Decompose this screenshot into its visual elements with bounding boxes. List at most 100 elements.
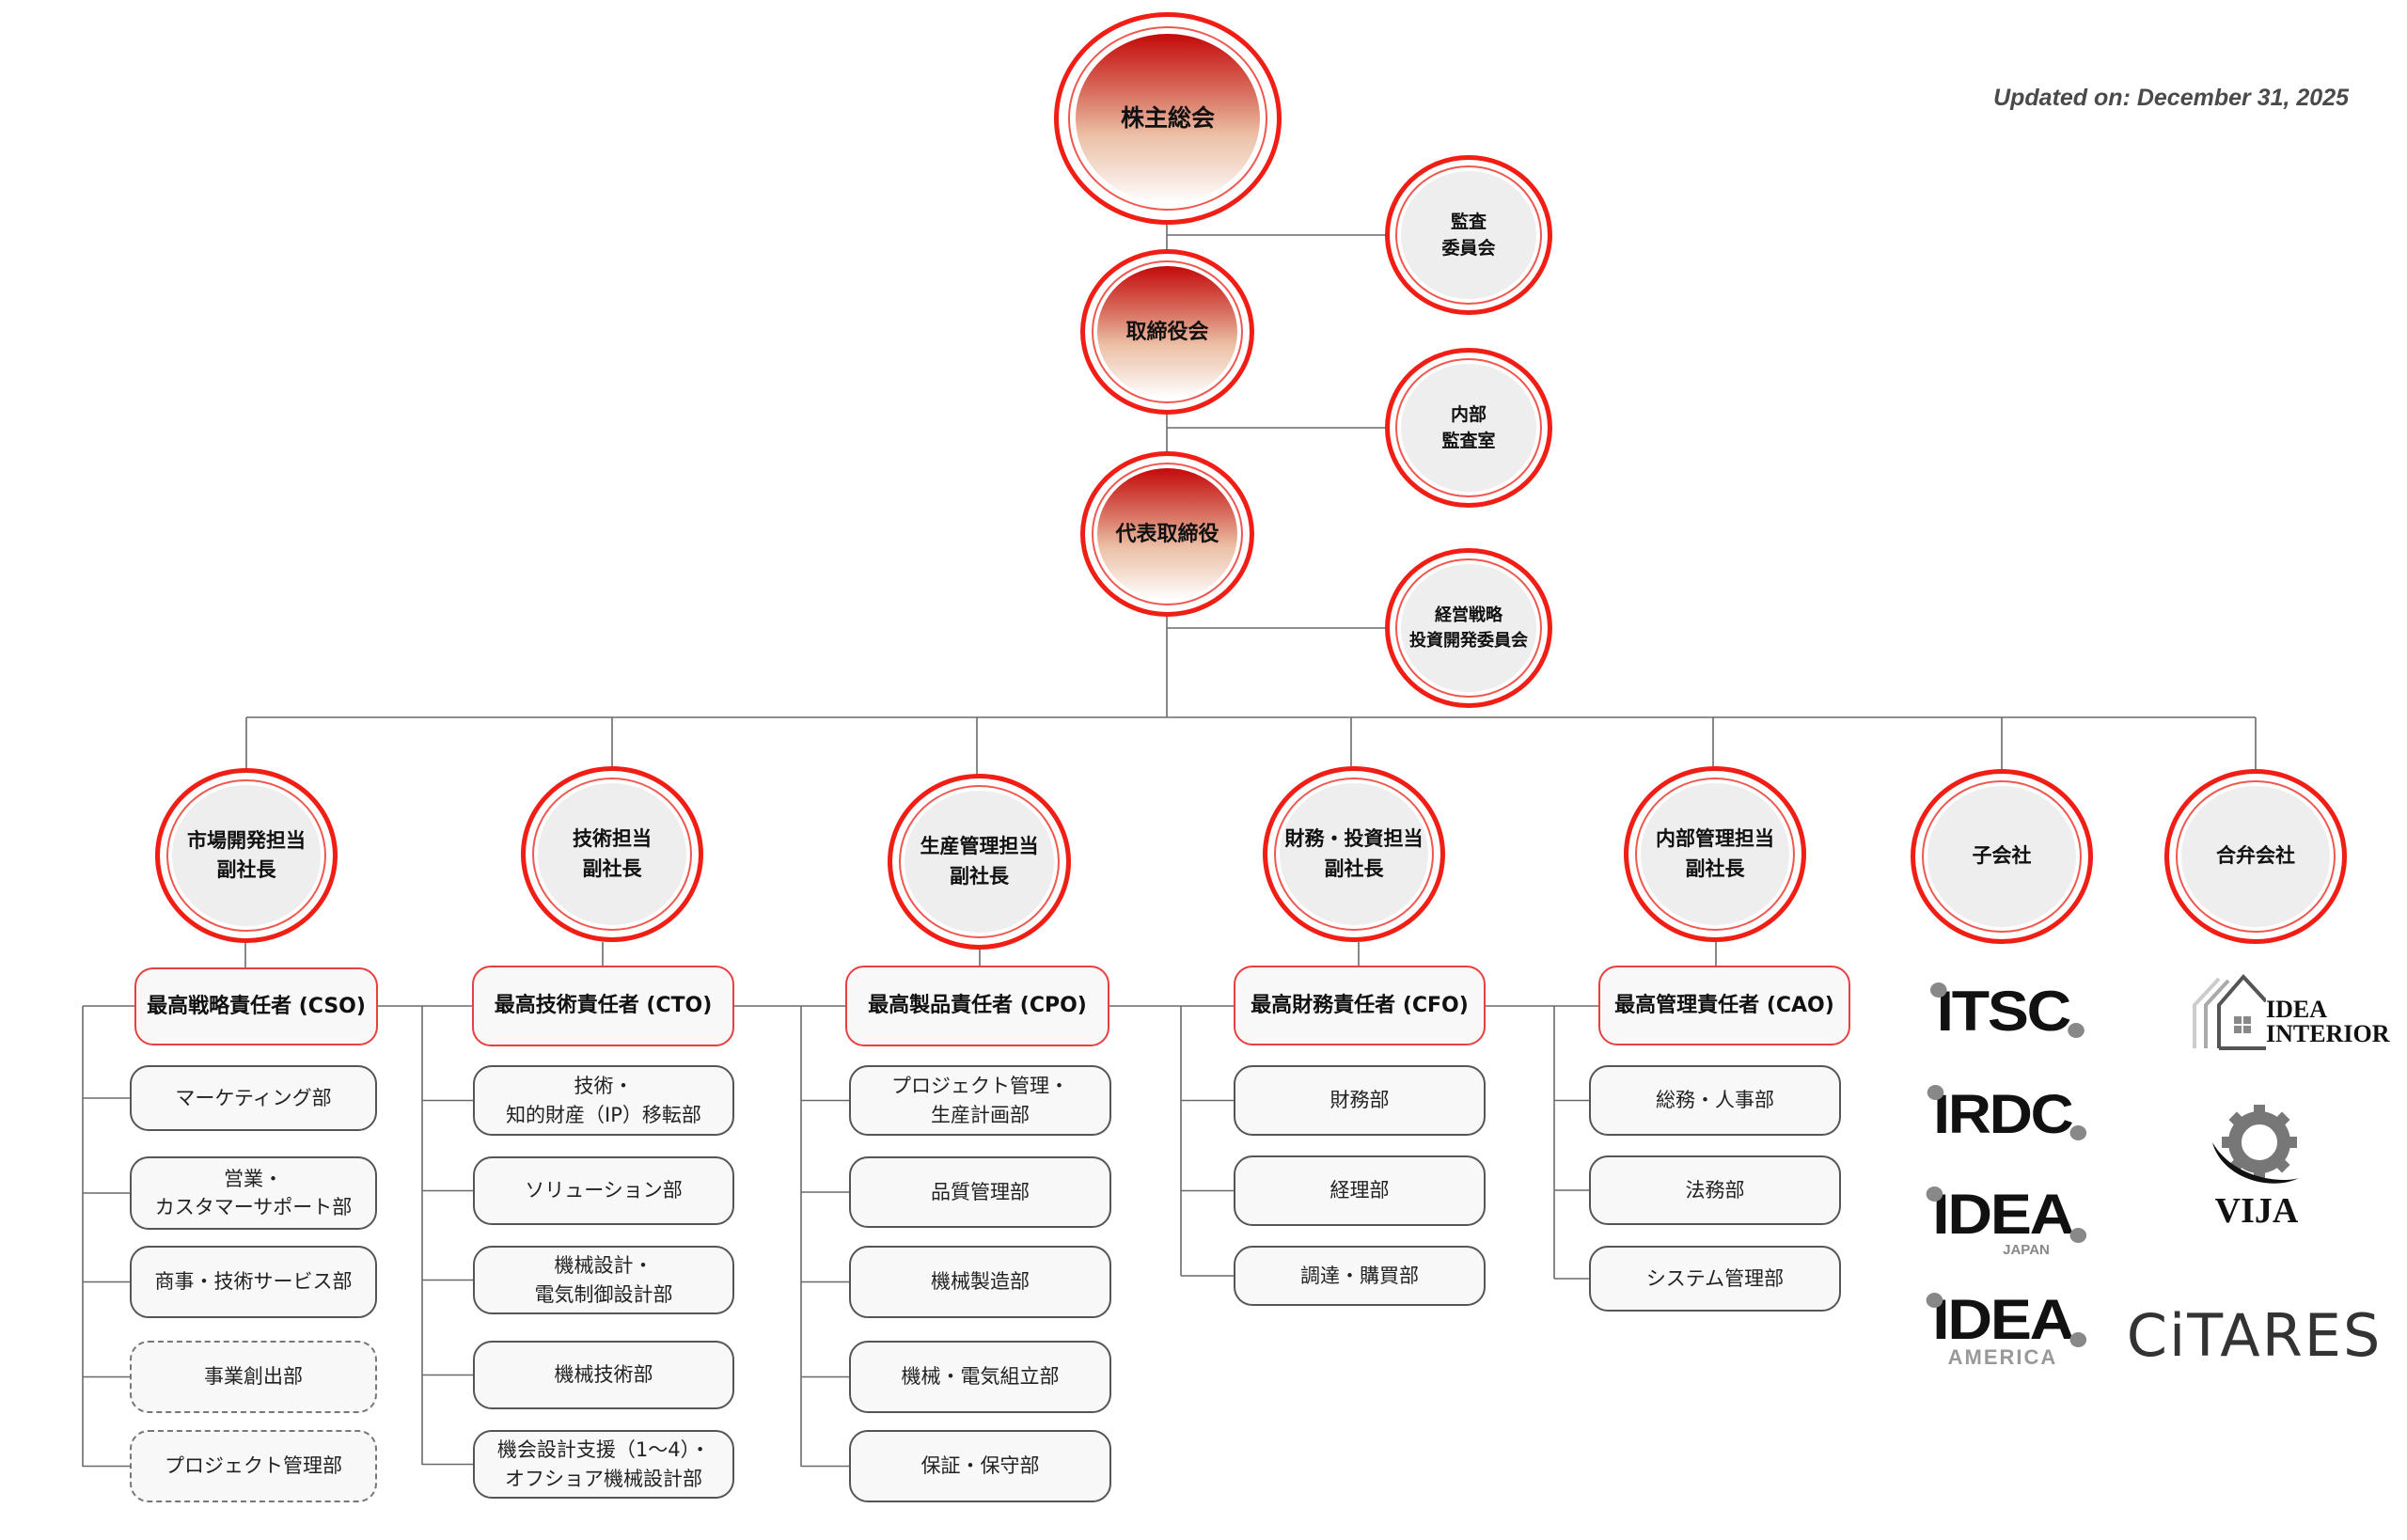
department-label-line: 技術・ (574, 1075, 634, 1098)
joint-ventures-node[interactable]: 合弁会社 (2164, 769, 2347, 944)
department-label: 財務部 (1330, 1086, 1390, 1114)
department-box[interactable]: マーケティング部 (130, 1065, 377, 1131)
department-label: 機械技術部 (555, 1360, 653, 1389)
department-box[interactable]: 機械・電気組立部 (849, 1341, 1111, 1413)
strategy-committee-node[interactable]: 経営戦略 投資開発委員会 (1385, 548, 1552, 708)
department-box[interactable]: 総務・人事部 (1589, 1065, 1841, 1136)
internal-audit-line2: 監査室 (1441, 431, 1496, 451)
department-label: 保証・保守部 (921, 1452, 1040, 1480)
department-label: 経理部 (1330, 1176, 1390, 1204)
department-label: 事業創出部 (204, 1362, 303, 1391)
chief-cfo-label: 最高財務責任者 (CFO) (1251, 993, 1469, 1017)
vp-title: 生産管理担当 (920, 835, 1039, 857)
vp-market-development-node[interactable]: 市場開発担当 副社長 (155, 768, 338, 943)
updated-date: Updated on: December 31, 2025 (1993, 85, 2349, 111)
subsidiaries-label: 子会社 (1972, 844, 2032, 868)
department-label-line: 機械設計・ (554, 1254, 653, 1278)
department-label: 商事・技術サービス部 (155, 1267, 353, 1296)
shareholders-meeting-node[interactable]: 株主総会 (1054, 12, 1282, 225)
vp-title: 市場開発担当 (187, 828, 306, 852)
chief-cpo-label: 最高製品責任者 (CPO) (868, 994, 1087, 1018)
joint-ventures-label: 合弁会社 (2216, 844, 2295, 868)
department-label-line: 機械・電気組立部 (901, 1365, 1060, 1389)
department-label-line: 調達・購買部 (1300, 1264, 1419, 1287)
audit-committee-node[interactable]: 監査 委員会 (1385, 155, 1552, 315)
department-label-line: 機械製造部 (931, 1270, 1030, 1294)
gear-icon (2212, 1104, 2299, 1184)
chief-cto-box[interactable]: 最高技術責任者 (CTO) (472, 966, 734, 1046)
department-label: 品質管理部 (931, 1178, 1030, 1206)
logo-vija: VIJA (2200, 1100, 2313, 1232)
chief-cso-label: 最高戦略責任者 (CSO) (147, 994, 366, 1018)
strategy-committee-line2: 投資開発委員会 (1409, 631, 1528, 651)
department-label: 総務・人事部 (1656, 1086, 1774, 1114)
department-label-line: 事業創出部 (204, 1365, 303, 1389)
ceo-label: 代表取締役 (1115, 522, 1219, 546)
department-label: システム管理部 (1646, 1265, 1784, 1293)
department-label-line: 機械技術部 (554, 1363, 653, 1387)
department-label-line: 電気制御設計部 (534, 1282, 673, 1306)
department-box[interactable]: 法務部 (1589, 1155, 1841, 1225)
chief-cso-box[interactable]: 最高戦略責任者 (CSO) (134, 967, 378, 1045)
department-box[interactable]: 経理部 (1234, 1155, 1486, 1226)
subsidiaries-node[interactable]: 子会社 (1911, 769, 2093, 944)
vp-title: 技術担当 (573, 827, 652, 850)
department-label-line: 法務部 (1685, 1178, 1745, 1202)
vp-role: 副社長 (950, 864, 1009, 888)
department-box[interactable]: 品質管理部 (849, 1156, 1111, 1228)
department-box[interactable]: 営業・カスタマーサポート部 (130, 1156, 377, 1230)
department-box[interactable]: 事業創出部 (130, 1341, 377, 1413)
department-box[interactable]: 機会設計支援（1〜4）・オフショア機械設計部 (473, 1430, 734, 1499)
logo-idea-america: IDEA AMERICA (1918, 1288, 2087, 1373)
department-box[interactable]: 保証・保守部 (849, 1430, 1111, 1502)
shareholders-meeting-label: 株主総会 (1120, 104, 1215, 133)
department-box[interactable]: 機械技術部 (473, 1341, 734, 1409)
vp-internal-management-node[interactable]: 内部管理担当 副社長 (1624, 766, 1806, 942)
vp-production-node[interactable]: 生産管理担当 副社長 (888, 774, 1071, 950)
department-label: 調達・購買部 (1300, 1262, 1419, 1290)
vp-finance-node[interactable]: 財務・投資担当 副社長 (1263, 766, 1445, 942)
chief-cpo-box[interactable]: 最高製品責任者 (CPO) (845, 966, 1109, 1046)
department-label-line: 財務部 (1329, 1089, 1390, 1112)
vp-role: 副社長 (1685, 856, 1745, 880)
department-label-line: カスタマーサポート部 (154, 1196, 353, 1218)
vp-role: 副社長 (582, 856, 642, 880)
department-label-line: 生産計画部 (931, 1103, 1030, 1126)
department-box[interactable]: システム管理部 (1589, 1246, 1841, 1312)
department-label: マーケティング部 (175, 1084, 331, 1112)
department-label-line: 商事・技術サービス部 (154, 1270, 353, 1294)
logo-citares: CiTARES (2126, 1300, 2383, 1370)
chief-cfo-box[interactable]: 最高財務責任者 (CFO) (1234, 966, 1486, 1045)
department-box[interactable]: 技術・知的財産（IP）移転部 (473, 1065, 734, 1136)
department-label: 機会設計支援（1〜4）・オフショア機械設計部 (497, 1436, 710, 1493)
department-label: ソリューション部 (525, 1176, 683, 1204)
logo-itsc: ITSC (1923, 978, 2084, 1044)
internal-audit-line1: 内部 (1450, 403, 1487, 425)
logo-irdc: IRDC (1923, 1081, 2086, 1147)
department-label: 技術・知的財産（IP）移転部 (506, 1072, 701, 1129)
logo-idea-interior: IDEA INTERIOR (2191, 973, 2393, 1053)
chief-cao-box[interactable]: 最高管理責任者 (CAO) (1598, 966, 1850, 1045)
board-of-directors-node[interactable]: 取締役会 (1080, 249, 1254, 415)
ceo-node[interactable]: 代表取締役 (1080, 451, 1254, 617)
board-of-directors-label: 取締役会 (1125, 320, 1209, 344)
department-label-line: マーケティング部 (175, 1086, 332, 1109)
department-label: 機械・電気組立部 (902, 1362, 1060, 1391)
house-icon (2193, 974, 2266, 1050)
internal-audit-node[interactable]: 内部 監査室 (1385, 348, 1552, 508)
department-box[interactable]: 機械設計・電気制御設計部 (473, 1246, 734, 1314)
department-box[interactable]: 機械製造部 (849, 1246, 1111, 1318)
department-box[interactable]: プロジェクト管理部 (130, 1430, 377, 1502)
vp-title: 財務・投資担当 (1284, 827, 1424, 850)
department-box[interactable]: ソリューション部 (473, 1156, 734, 1225)
department-box[interactable]: プロジェクト管理・生産計画部 (849, 1065, 1111, 1136)
department-label-line: システム管理部 (1645, 1266, 1785, 1290)
department-box[interactable]: 財務部 (1234, 1065, 1486, 1136)
vp-technology-node[interactable]: 技術担当 副社長 (521, 766, 703, 942)
department-label-line: 保証・保守部 (920, 1454, 1040, 1478)
department-box[interactable]: 調達・購買部 (1234, 1246, 1486, 1306)
department-label: プロジェクト管理・生産計画部 (891, 1072, 1069, 1129)
department-label-line: 機会設計支援（1〜4）・ (496, 1438, 711, 1462)
department-box[interactable]: 商事・技術サービス部 (130, 1246, 377, 1318)
